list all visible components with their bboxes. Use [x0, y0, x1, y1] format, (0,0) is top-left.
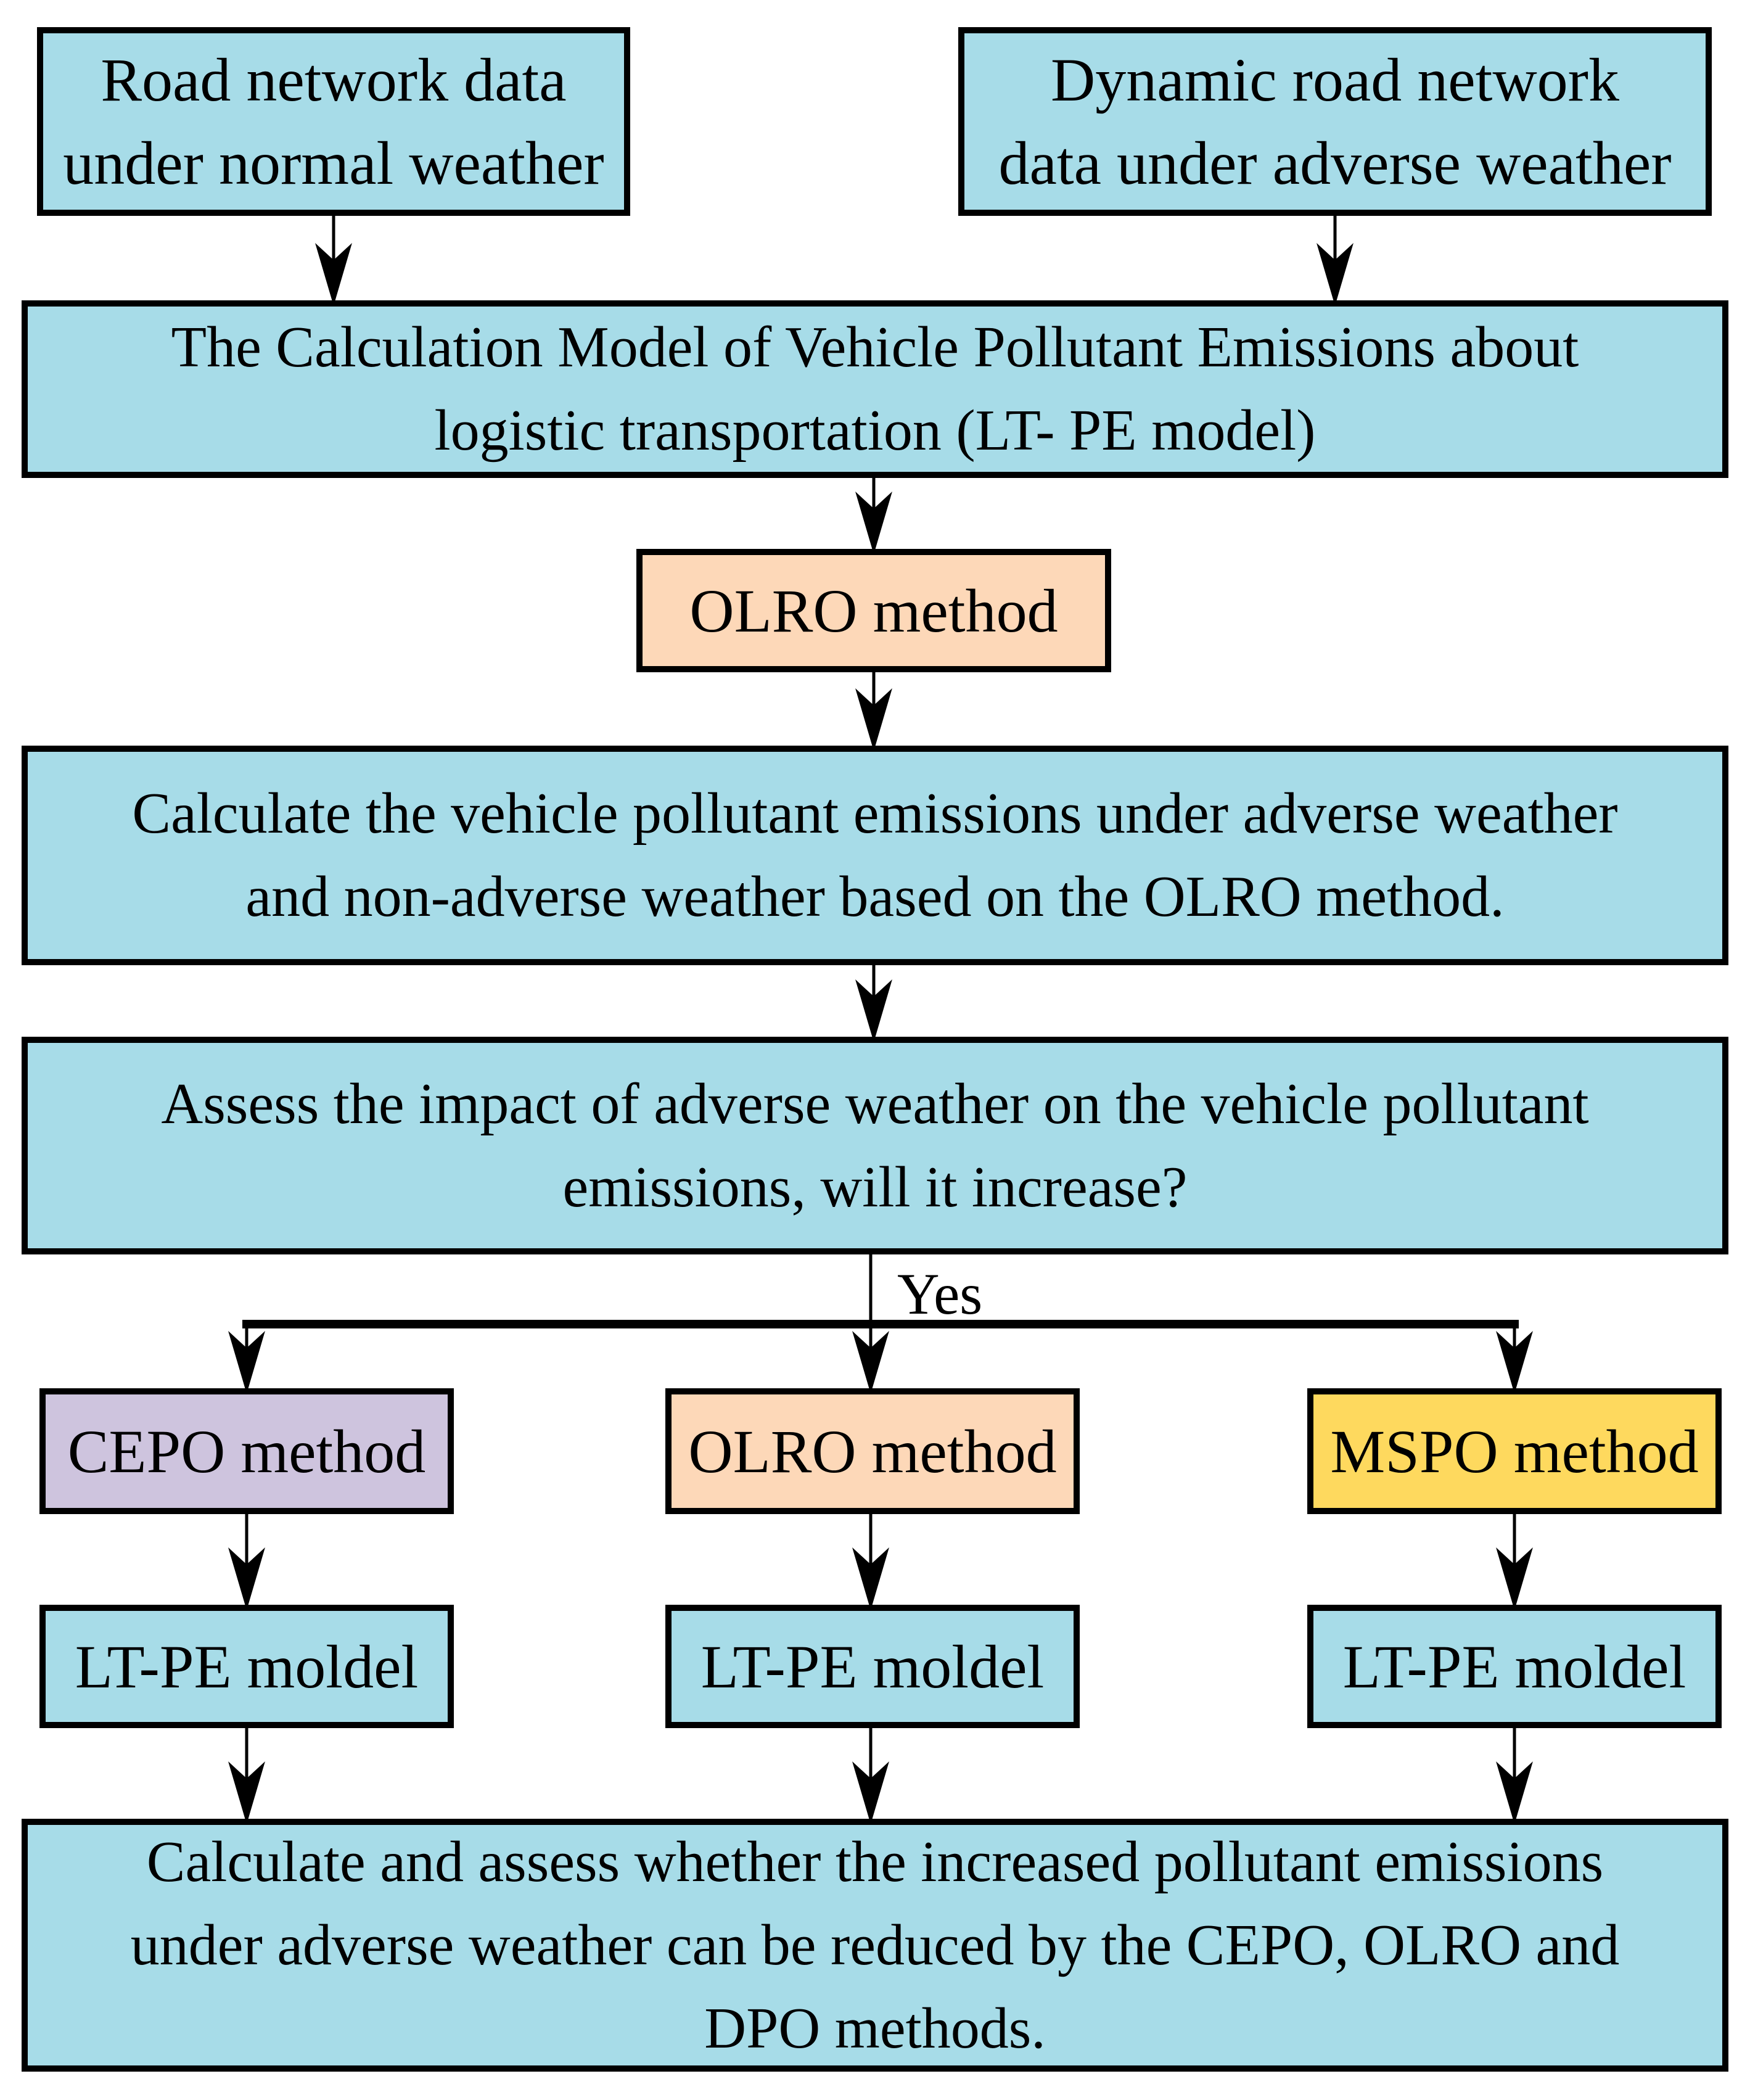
box-ltpe-calculation-model: The Calculation Model of Vehicle Polluta… — [22, 300, 1728, 478]
box-cepo-method-label: CEPO method — [67, 1417, 426, 1486]
box-final-assessment-line-1: Calculate and assess whether the increas… — [146, 1829, 1604, 1894]
box-assess-impact-line-2: emissions, will it increase? — [562, 1155, 1188, 1219]
box-ltpe-model-right: LT-PE moldel — [1307, 1605, 1722, 1728]
box-ltpe-model-mid: LT-PE moldel — [665, 1605, 1080, 1728]
box-final-assessment-line-2: under adverse weather can be reduced by … — [130, 1913, 1620, 1977]
arrow-head-mspo-to-ltpe — [1496, 1547, 1533, 1610]
box-olro-method-top: OLRO method — [636, 549, 1111, 672]
box-ltpe-model-left-label: LT-PE moldel — [75, 1632, 419, 1701]
arrow-head-branch-to-mspo — [1496, 1331, 1533, 1394]
arrow-head-ltpe-right-to-final — [1496, 1761, 1533, 1824]
box-ltpe-calculation-model-line-2: logistic transportation (LT- PE model) — [434, 398, 1316, 463]
box-road-network-adverse-line-2: data under adverse weather — [998, 129, 1672, 197]
box-ltpe-model-mid-label: LT-PE moldel — [700, 1632, 1045, 1701]
box-road-network-adverse: Dynamic road network data under adverse … — [958, 27, 1712, 216]
box-ltpe-model-left: LT-PE moldel — [39, 1605, 454, 1728]
box-cepo-method: CEPO method — [39, 1388, 454, 1514]
box-ltpe-calculation-model-line-1: The Calculation Model of Vehicle Polluta… — [171, 315, 1579, 379]
box-road-network-normal-line-1: Road network data — [101, 46, 567, 114]
box-mspo-method-label: MSPO method — [1330, 1417, 1699, 1486]
box-road-network-normal: Road network data under normal weather — [37, 27, 630, 216]
arrow-head-model-to-olro — [855, 492, 892, 554]
box-calculate-emissions-line-2: and non-adverse weather based on the OLR… — [245, 865, 1505, 929]
box-assess-impact-line-1: Assess the impact of adverse weather on … — [161, 1071, 1589, 1136]
arrow-head-ltpe-left-to-final — [228, 1761, 265, 1824]
box-olro-method-branch-label: OLRO method — [688, 1417, 1057, 1486]
box-road-network-adverse-line-1: Dynamic road network — [1051, 46, 1619, 114]
box-olro-method-branch: OLRO method — [665, 1388, 1080, 1514]
arrow-head-olro-to-calculate — [855, 688, 892, 751]
yes-branch-label: Yes — [897, 1261, 983, 1327]
box-final-assessment-line-3: DPO methods. — [704, 1996, 1046, 2061]
box-ltpe-model-right-label: LT-PE moldel — [1342, 1632, 1686, 1701]
box-olro-method-top-label: OLRO method — [689, 576, 1058, 645]
arrow-head-branch-to-olro — [852, 1331, 889, 1394]
arrow-head-olro-to-ltpe — [852, 1547, 889, 1610]
box-final-assessment: Calculate and assess whether the increas… — [22, 1819, 1728, 2072]
arrow-head-branch-to-cepo — [228, 1331, 265, 1394]
arrow-head-road-normal-to-model — [315, 243, 352, 306]
box-calculate-emissions: Calculate the vehicle pollutant emission… — [22, 746, 1728, 965]
box-calculate-emissions-line-1: Calculate the vehicle pollutant emission… — [132, 781, 1618, 846]
arrow-head-cepo-to-ltpe — [228, 1547, 265, 1610]
arrow-head-calculate-to-assess — [855, 979, 892, 1042]
arrow-head-road-adverse-to-model — [1317, 243, 1354, 306]
arrow-head-ltpe-mid-to-final — [852, 1761, 889, 1824]
box-assess-impact: Assess the impact of adverse weather on … — [22, 1037, 1728, 1254]
box-road-network-normal-line-2: under normal weather — [63, 129, 604, 197]
box-mspo-method: MSPO method — [1307, 1388, 1722, 1514]
